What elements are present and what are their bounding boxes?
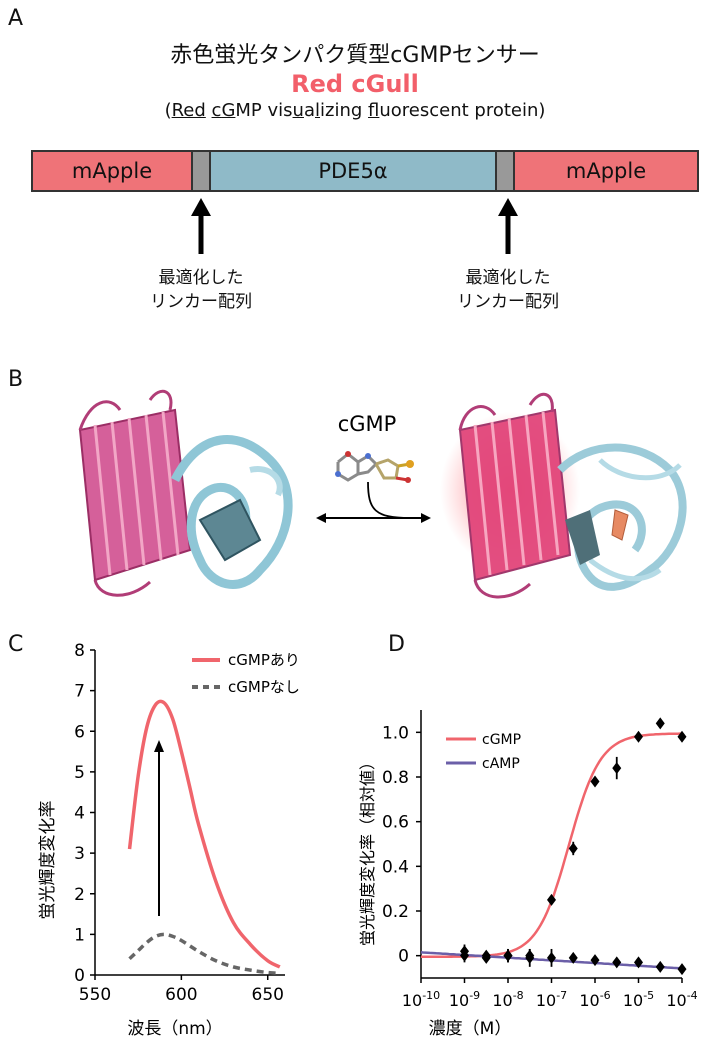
linker-segment-right (495, 150, 515, 192)
y-tick-label: 6 (74, 722, 85, 742)
y-tick-label: 0 (74, 966, 85, 986)
y-tick-label: 1 (74, 925, 85, 945)
x-tick-label: 10-4 (666, 989, 697, 1010)
data-point-camp (634, 956, 643, 969)
data-point-camp (460, 945, 469, 958)
sensor-structure-apo (78, 389, 293, 597)
data-point-camp (547, 951, 556, 964)
data-point-camp (525, 951, 535, 964)
sensor-structure-bound (440, 392, 687, 599)
arrow-up-icon (191, 198, 211, 254)
y-tick-label: 3 (74, 844, 85, 864)
y-tick-label: 0.6 (382, 813, 409, 833)
panel-label-c: C (8, 632, 24, 657)
series-line-cgmp-present (127, 699, 281, 969)
data-point-camp (590, 954, 600, 967)
increase-arrow-icon (154, 740, 164, 916)
data-point-cgmp (677, 730, 687, 743)
fit-curve-cgmp (421, 732, 682, 959)
panel-label-a: A (8, 6, 24, 31)
legend-label: cAMP (482, 756, 520, 772)
protein-structures: cGMP (78, 389, 687, 599)
pde5-segment: PDE5α (209, 150, 497, 192)
legend-label: cGMP (482, 732, 521, 748)
panel-label-d: D (388, 632, 405, 657)
equilibrium-arrow-icon (316, 513, 431, 523)
data-point-camp (655, 960, 665, 973)
x-tick-label: 10-10 (402, 989, 440, 1010)
ligand-label: cGMP (338, 412, 397, 436)
legend: cGMPあり cGMPなし (192, 651, 300, 696)
data-point-camp (612, 956, 622, 969)
emission-spectrum-chart: 0 1 2 3 4 5 6 7 8 550 600 650 波長（nm） 蛍光輝度変化率 cGMPあり… (38, 641, 300, 1039)
linker-arrows (191, 198, 518, 254)
data-point-cgmp (590, 775, 600, 788)
legend-label: cGMPあり (228, 651, 300, 669)
data-point-cgmp (568, 842, 578, 855)
mapple-segment-right: mApple (513, 150, 699, 192)
arrow-up-icon (498, 198, 518, 254)
data-point-cgmp (634, 730, 643, 743)
y-tick-label: 7 (74, 682, 85, 702)
x-tick-label: 10-5 (623, 989, 654, 1010)
x-axis-label: 濃度（M） (429, 1019, 512, 1039)
data-point-camp (503, 949, 513, 962)
cgmp-molecule-icon (335, 451, 414, 483)
y-tick-label: 8 (74, 641, 85, 661)
y-axis-label: 蛍光輝度変化率 (38, 801, 58, 920)
y-tick-label: 0.4 (382, 857, 409, 877)
data-point-camp (481, 949, 491, 962)
y-tick-label: 1.0 (382, 723, 409, 743)
panel-label-b: B (8, 367, 24, 392)
legend: cGMP cAMP (446, 732, 521, 772)
legend-label: cGMPなし (228, 678, 300, 696)
sensor-title-jp: 赤色蛍光タンパク質型cGMPセンサー (170, 43, 540, 68)
sensor-acronym-expansion: (Red cGMP visualizing fluorescent protei… (164, 100, 546, 121)
data-point-cgmp (655, 717, 665, 730)
linker-label-left: 最適化したリンカー配列 (150, 268, 252, 312)
x-axis-label: 波長（nm） (127, 1019, 222, 1039)
y-tick-label: 5 (74, 763, 85, 783)
x-tick-label: 10-8 (492, 989, 523, 1010)
y-axis-label: 蛍光輝度変化率（相対値） (358, 754, 377, 946)
linker-segment-left (191, 150, 211, 192)
x-tick-label: 10-7 (536, 989, 567, 1010)
x-tick-label: 10-9 (449, 989, 480, 1010)
data-point-cgmp (547, 893, 556, 906)
linker-label-right: 最適化したリンカー配列 (457, 268, 559, 312)
data-point-camp (568, 951, 578, 964)
x-tick-label: 550 (79, 985, 111, 1005)
series-line-cgmp-absent (128, 932, 280, 976)
data-point-camp (677, 963, 687, 976)
data-point-cgmp (612, 762, 622, 775)
x-tick-label: 650 (252, 985, 284, 1005)
x-tick-label: 600 (165, 985, 197, 1005)
y-tick-label: 0.8 (382, 768, 409, 788)
mapple-segment-left: mApple (31, 150, 193, 192)
x-tick-label: 10-6 (579, 989, 610, 1010)
y-tick-label: 2 (74, 885, 85, 905)
y-tick-label: 4 (74, 804, 85, 824)
binding-path (367, 481, 411, 519)
y-tick-label: 0.2 (382, 902, 409, 922)
dose-response-chart: 0 0.2 0.4 0.6 0.8 1.0 10-10 10-9 10-8 10-7 10-6 10-… (358, 710, 698, 1039)
sensor-name: Red cGull (291, 70, 419, 98)
y-tick-label: 0 (398, 947, 409, 967)
